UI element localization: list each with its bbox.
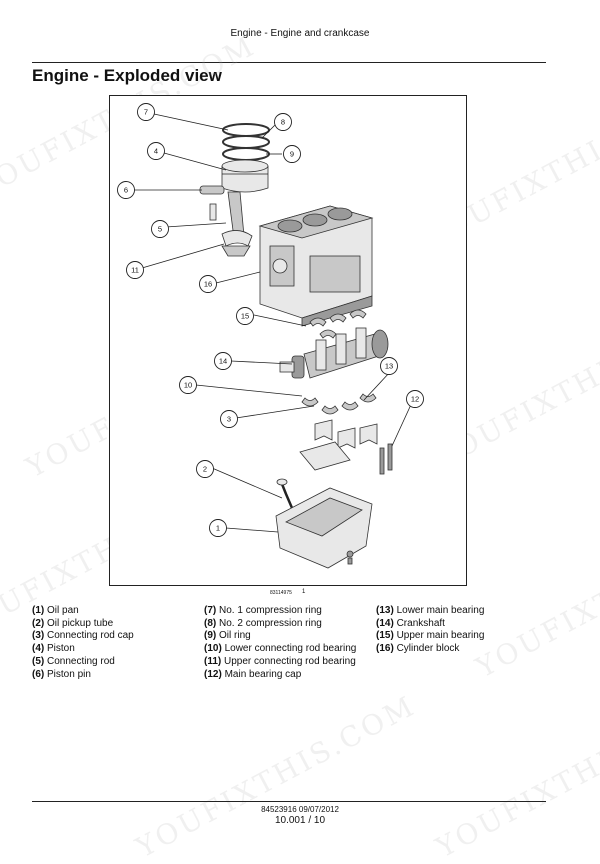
svg-text:16: 16 [204, 280, 212, 289]
legend-item: (3) Connecting rod cap [32, 630, 134, 642]
piston-drawing [221, 159, 269, 193]
callout-6: 6 [117, 181, 135, 199]
svg-text:15: 15 [241, 312, 249, 321]
legend-item: (11) Upper connecting rod bearing [204, 655, 356, 667]
svg-text:7: 7 [144, 108, 148, 117]
svg-text:13: 13 [385, 362, 393, 371]
crankshaft-drawing [279, 327, 389, 379]
svg-text:11: 11 [131, 266, 139, 275]
cylinder-block-drawing [258, 205, 374, 327]
piston-rings-drawing [222, 123, 270, 161]
svg-text:14: 14 [219, 357, 227, 366]
legend-item: (1) Oil pan [32, 605, 79, 616]
svg-text:10: 10 [184, 381, 192, 390]
callout-9: 9 [283, 145, 301, 163]
callout-4: 4 [147, 142, 165, 160]
legend-item: (6) Piston pin [32, 668, 91, 680]
callout-2: 2 [196, 460, 214, 478]
callout-8: 8 [274, 113, 292, 131]
callout-5: 5 [151, 220, 169, 238]
footer-rule [32, 801, 546, 802]
figure-number: 1 [302, 589, 306, 595]
header-rule [32, 62, 546, 63]
legend-column-1: (1) Oil pan (2) Oil pickup tube (3) Conn… [32, 605, 134, 681]
oil-pan-drawing [275, 487, 373, 569]
piston-pin-drawing [199, 185, 225, 221]
svg-text:6: 6 [124, 186, 128, 195]
exploded-view-drawing: 7 8 9 4 6 5 11 16 15 14 13 10 12 3 2 1 [117, 103, 424, 569]
callout-14: 14 [214, 352, 232, 370]
watermark: YOUFIXTHIS.COM [430, 688, 600, 864]
legend-item: (7) No. 1 compression ring [204, 605, 322, 616]
svg-text:3: 3 [227, 415, 231, 424]
svg-text:12: 12 [411, 395, 419, 404]
svg-text:5: 5 [158, 225, 162, 234]
callout-7: 7 [137, 103, 155, 121]
watermark: YOUFIXTHIS.COM [130, 688, 422, 864]
svg-text:8: 8 [281, 118, 285, 127]
leader-lines [134, 113, 415, 533]
legend-item: (13) Lower main bearing [376, 605, 485, 616]
svg-text:9: 9 [290, 150, 294, 159]
callout-3: 3 [220, 410, 238, 428]
callout-13: 13 [380, 357, 398, 375]
connecting-rod-drawing [221, 191, 253, 257]
legend-item: (9) Oil ring [204, 630, 251, 642]
svg-text:4: 4 [154, 147, 158, 156]
legend-item: (15) Upper main bearing [376, 630, 485, 642]
legend-item: (16) Cylinder block [376, 643, 460, 655]
exploded-view-figure: 7 8 9 4 6 5 11 16 15 14 13 10 12 3 2 1 [109, 95, 467, 586]
legend-column-2: (7) No. 1 compression ring (8) No. 2 com… [204, 605, 356, 681]
callout-1: 1 [209, 519, 227, 537]
main-bearing-caps-drawing [299, 419, 393, 475]
legend-item: (8) No. 2 compression ring [204, 617, 322, 629]
legend-item: (12) Main bearing cap [204, 668, 302, 680]
callout-12: 12 [406, 390, 424, 408]
callout-10: 10 [179, 376, 197, 394]
document-code: 84523916 09/07/2012 [261, 805, 339, 814]
running-header: Engine - Engine and crankcase [230, 28, 370, 39]
callout-11: 11 [126, 261, 144, 279]
lower-main-bearings-drawing [301, 393, 377, 415]
legend-item: (10) Lower connecting rod bearing [204, 643, 357, 655]
svg-text:1: 1 [216, 524, 220, 533]
page-number: 10.001 / 10 [274, 815, 326, 826]
callout-16: 16 [199, 275, 217, 293]
svg-text:2: 2 [203, 465, 207, 474]
upper-main-bearings-drawing [309, 309, 367, 339]
page-title: Engine - Exploded view [32, 66, 222, 85]
watermark: YOUFIXTHIS.COM [470, 508, 600, 685]
legend-item: (4) Piston [32, 643, 75, 655]
callout-15: 15 [236, 307, 254, 325]
legend-item: (14) Crankshaft [376, 617, 445, 629]
figure-id: 83114975 [270, 590, 292, 596]
legend-item: (5) Connecting rod [32, 655, 115, 667]
legend-column-3: (13) Lower main bearing (14) Crankshaft … [376, 605, 484, 656]
legend-item: (2) Oil pickup tube [32, 617, 114, 629]
